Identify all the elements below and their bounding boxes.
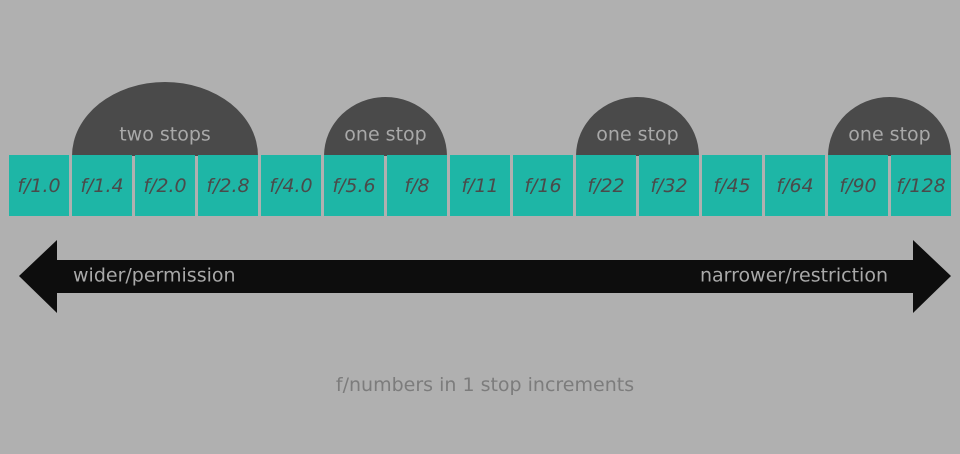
fstop-label: f/45	[713, 175, 750, 197]
fstop-label: f/128	[896, 175, 945, 197]
fstop-label: f/1.4	[80, 175, 123, 197]
fstop-label: f/8	[404, 175, 429, 197]
fstop-cell	[387, 155, 447, 216]
bracket-dome	[576, 97, 699, 156]
fstop-label: f/2.0	[143, 175, 186, 197]
fstop-cell	[891, 155, 951, 216]
fstop-label: f/90	[839, 175, 876, 197]
fstop-cell	[324, 155, 384, 216]
arrow-label-right: narrower/restriction	[700, 265, 888, 287]
fstop-cell	[828, 155, 888, 216]
direction-arrow: wider/permission narrower/restriction	[19, 240, 951, 313]
fstop-cell	[450, 155, 510, 216]
bracket-dome	[324, 97, 447, 156]
bracket-dome	[828, 97, 951, 156]
bracket-label: one stop	[344, 124, 426, 146]
fstop-cell	[702, 155, 762, 216]
fstop-label: f/32	[650, 175, 687, 197]
fstop-cell	[261, 155, 321, 216]
fstop-cell	[9, 155, 69, 216]
fstop-cell	[639, 155, 699, 216]
bracket-dome	[72, 82, 258, 156]
double-arrow-shape	[19, 240, 951, 313]
fstop-label: f/16	[524, 175, 561, 197]
fstop-label: f/11	[461, 175, 498, 197]
bracket-label: two stops	[119, 124, 211, 146]
fstop-scale: f/1.0 f/1.4 f/2.0 f/2.8 f/4.0 f/5.6 f/8 f/11 f/1…	[9, 155, 951, 216]
fstop-label: f/1.0	[17, 175, 60, 197]
fstop-label: f/4.0	[269, 175, 312, 197]
fstop-cell	[72, 155, 132, 216]
fstop-cell	[135, 155, 195, 216]
caption: f/numbers in 1 stop increments	[335, 374, 635, 396]
fstop-cell	[765, 155, 825, 216]
arrow-label-left: wider/permission	[73, 265, 236, 287]
fstop-cell	[576, 155, 636, 216]
fstop-label: f/22	[587, 175, 624, 197]
bracket-label: one stop	[848, 124, 930, 146]
fstop-cell	[513, 155, 573, 216]
fstop-cell	[198, 155, 258, 216]
bracket-label: one stop	[596, 124, 678, 146]
fstop-label: f/5.6	[332, 175, 375, 197]
fstop-label: f/64	[776, 175, 813, 197]
stop-brackets: two stops one stop one stop one stop	[72, 82, 951, 156]
fstop-label: f/2.8	[206, 175, 249, 197]
